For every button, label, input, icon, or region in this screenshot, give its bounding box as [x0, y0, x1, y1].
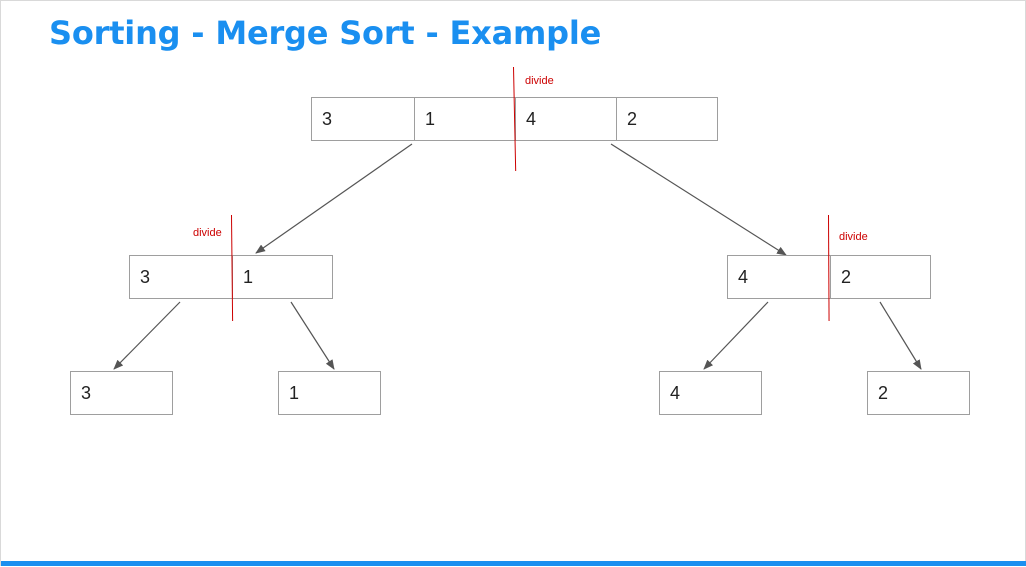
arrow-right-to-leaf-4	[703, 301, 769, 370]
array-cell: 1	[414, 98, 515, 140]
divide-label-left: divide	[193, 227, 222, 239]
array-cell: 4	[738, 266, 749, 287]
accent-bar	[1, 561, 1026, 566]
array-leaf: 1	[278, 371, 381, 415]
array-cell: 1	[289, 382, 300, 403]
array-cell: 3	[140, 266, 151, 287]
array-cell: 2	[830, 256, 930, 298]
array-leaf: 3	[70, 371, 173, 415]
array-cell: 2	[616, 98, 717, 140]
arrow-right-to-leaf-2	[879, 301, 922, 370]
slide-title: Sorting - Merge Sort - Example	[49, 14, 602, 52]
array-cell: 3	[81, 382, 92, 403]
arrow-root-to-left	[255, 143, 413, 254]
array-leaf: 2	[867, 371, 970, 415]
array-root: 3 1 4 2	[311, 97, 718, 141]
arrow-root-to-right	[610, 143, 787, 256]
array-right-half: 4 2	[727, 255, 931, 299]
array-cell: 4	[670, 382, 681, 403]
arrow-left-to-leaf-1	[290, 301, 335, 370]
array-cell: 1	[232, 256, 332, 298]
array-leaf: 4	[659, 371, 762, 415]
divide-label-root: divide	[525, 75, 554, 87]
array-cell: 4	[515, 98, 616, 140]
array-cell: 2	[878, 382, 889, 403]
arrow-left-to-leaf-3	[113, 301, 181, 370]
array-cell: 3	[322, 108, 333, 129]
array-left-half: 3 1	[129, 255, 333, 299]
divide-label-right: divide	[839, 231, 868, 243]
